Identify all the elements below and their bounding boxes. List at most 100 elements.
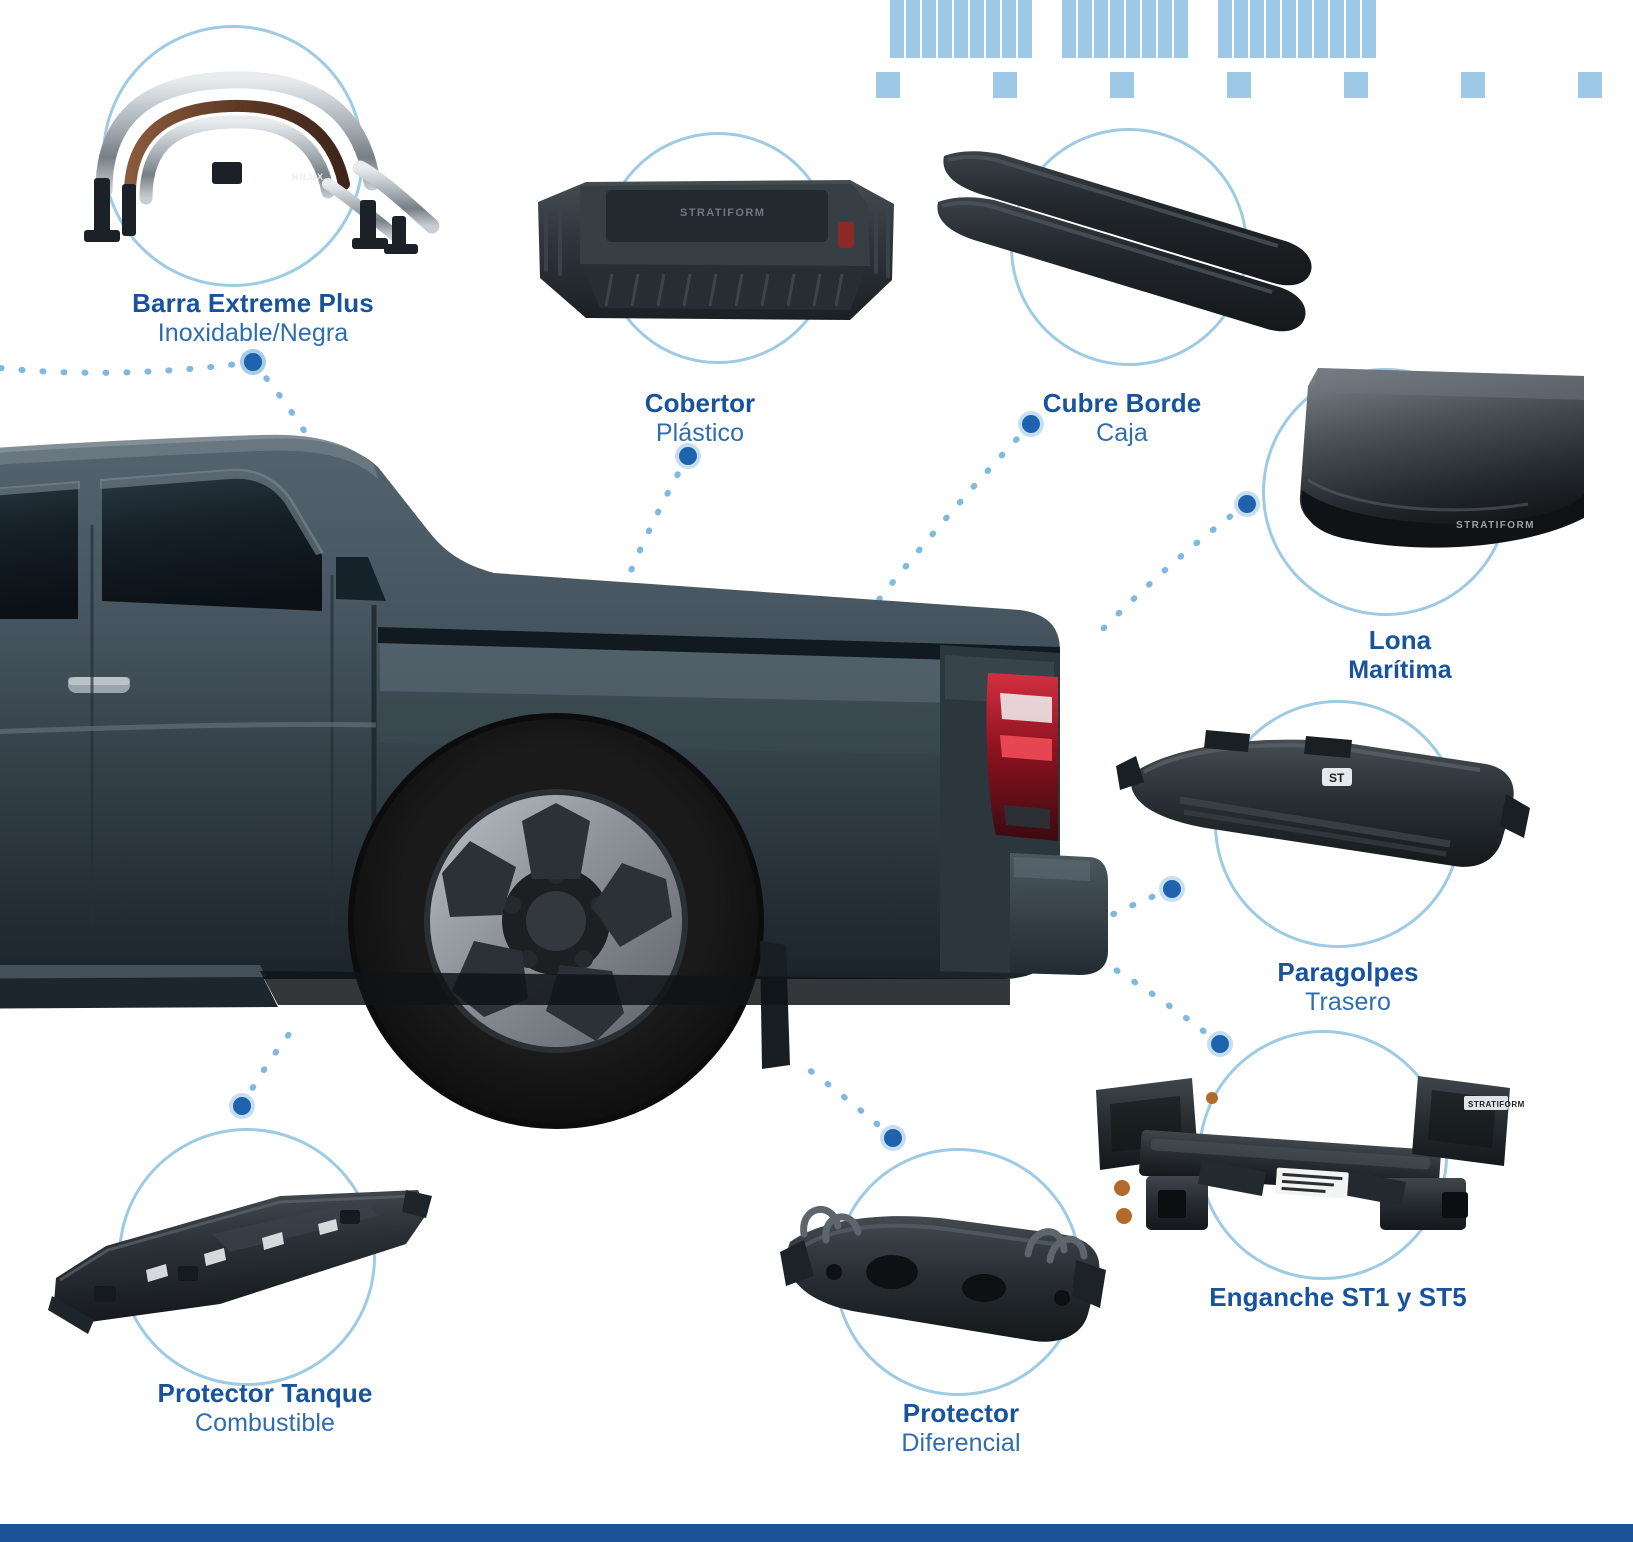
roof-edge bbox=[0, 434, 378, 479]
bed-rail-cap bbox=[378, 627, 1060, 663]
decoration-bar bbox=[938, 0, 952, 58]
decoration-bar bbox=[1314, 0, 1328, 58]
window-trim-front bbox=[0, 481, 80, 496]
running-board-top bbox=[0, 965, 266, 979]
decoration-bar bbox=[1330, 0, 1344, 58]
svg-text:STRATIFORM: STRATIFORM bbox=[1468, 1100, 1525, 1109]
decoration-square bbox=[1344, 72, 1368, 98]
window-front bbox=[0, 483, 78, 619]
label-subtitle: Trasero bbox=[1305, 987, 1391, 1016]
label-title: Paragolpes bbox=[1277, 957, 1419, 987]
label-subtitle: Plástico bbox=[655, 418, 745, 447]
rear-bumper-part bbox=[1010, 853, 1108, 975]
decoration-bar bbox=[1110, 0, 1124, 58]
label-title: Cobertor bbox=[644, 388, 756, 418]
decoration-bar bbox=[1250, 0, 1264, 58]
conn-barra-2-endpoint-halo bbox=[240, 349, 266, 375]
window-trim-rear bbox=[100, 468, 324, 555]
decoration-bar bbox=[1126, 0, 1140, 58]
top-decoration-squares bbox=[870, 72, 1633, 98]
label-enganche-st1-st5: Enganche ST1 y ST5 bbox=[1160, 1282, 1516, 1313]
decoration-bar bbox=[1142, 0, 1156, 58]
label-protector-diferencial: Protector Diferencial bbox=[830, 1398, 1092, 1458]
underbody-shadow bbox=[260, 971, 1010, 1005]
decoration-square bbox=[1110, 72, 1134, 98]
label-subtitle: Combustible bbox=[194, 1408, 336, 1437]
svg-text:HILUX: HILUX bbox=[292, 172, 324, 182]
product-roll-bar: HILUX bbox=[60, 58, 470, 258]
label-lona-maritima: Lona Marítima bbox=[1283, 625, 1517, 685]
label-subtitle: Caja bbox=[1096, 418, 1148, 447]
decoration-bar bbox=[1298, 0, 1312, 58]
label-title: Lona bbox=[1368, 625, 1432, 655]
window-rear bbox=[102, 470, 322, 611]
product-tonneau-cover: STRATIFORM bbox=[1258, 360, 1588, 580]
door-handle-front-hl bbox=[68, 677, 130, 685]
decoration-square bbox=[1461, 72, 1485, 98]
bottom-accent-band bbox=[0, 1524, 1633, 1542]
wheel-rear bbox=[348, 713, 764, 1129]
conn-barra bbox=[0, 359, 256, 376]
decoration-bar bbox=[890, 0, 904, 58]
decoration-bar bbox=[906, 0, 920, 58]
label-title: Protector bbox=[902, 1398, 1020, 1428]
conn-barra-endpoint-halo bbox=[240, 349, 266, 375]
decoration-bar bbox=[1002, 0, 1016, 58]
decoration-square bbox=[993, 72, 1017, 98]
label-subtitle: Diferencial bbox=[901, 1428, 1021, 1457]
svg-text:STRATIFORM: STRATIFORM bbox=[680, 207, 765, 219]
svg-text:STRATIFORM: STRATIFORM bbox=[1456, 520, 1535, 531]
conn-lona-endpoint-halo bbox=[1234, 491, 1260, 517]
product-tank-guard bbox=[40, 1170, 440, 1350]
top-decoration-bars bbox=[890, 0, 1633, 58]
tail-light-lens-low bbox=[1004, 805, 1050, 829]
vehicle-illustration bbox=[0, 434, 1108, 1129]
tail-light-lens-top bbox=[1000, 693, 1052, 723]
product-tow-hitch: STRATIFORM bbox=[1080, 1060, 1530, 1280]
running-board bbox=[0, 971, 278, 1009]
decoration-bar bbox=[1158, 0, 1172, 58]
decoration-bar bbox=[1078, 0, 1092, 58]
label-title: Enganche ST1 y ST5 bbox=[1209, 1282, 1467, 1312]
product-rear-bumper: ST bbox=[1110, 712, 1530, 922]
decoration-bar bbox=[970, 0, 984, 58]
label-paragolpes-trasero: Paragolpes Trasero bbox=[1218, 957, 1478, 1017]
tail-light-lens-mid bbox=[1000, 735, 1052, 761]
conn-lona-endpoint-dot bbox=[1238, 495, 1256, 513]
body-crease bbox=[0, 721, 377, 734]
product-bed-rails bbox=[930, 140, 1330, 340]
conn-enganche-endpoint-dot bbox=[1211, 1035, 1229, 1053]
label-title: Barra Extreme Plus bbox=[132, 288, 374, 318]
bumper-hl bbox=[1014, 857, 1090, 881]
label-subtitle: Marítima bbox=[1348, 655, 1452, 684]
product-bedliner: STRATIFORM bbox=[520, 160, 910, 340]
decoration-bar bbox=[922, 0, 936, 58]
decoration-square bbox=[876, 72, 900, 98]
decoration-bar bbox=[1362, 0, 1376, 58]
decoration-square bbox=[1227, 72, 1251, 98]
label-subtitle: Inoxidable/Negra bbox=[157, 318, 349, 347]
decoration-bar bbox=[1094, 0, 1108, 58]
decoration-bar bbox=[1062, 0, 1076, 58]
decoration-square bbox=[1578, 72, 1602, 98]
label-title: Cubre Borde bbox=[1042, 388, 1202, 418]
conn-barra-2-endpoint-dot bbox=[244, 353, 262, 371]
svg-text:ST: ST bbox=[1329, 771, 1345, 785]
decoration-bar bbox=[954, 0, 968, 58]
decoration-bar bbox=[1018, 0, 1032, 58]
decoration-bar bbox=[1174, 0, 1188, 58]
label-cobertor-plastico: Cobertor Plástico bbox=[570, 388, 830, 448]
decoration-bar bbox=[1218, 0, 1232, 58]
decoration-bar bbox=[1282, 0, 1296, 58]
label-cubre-borde-caja: Cubre Borde Caja bbox=[990, 388, 1254, 448]
conn-barra-endpoint-dot bbox=[244, 353, 262, 371]
label-title: Protector Tanque bbox=[157, 1378, 373, 1408]
decoration-bar bbox=[1346, 0, 1360, 58]
product-diff-guard bbox=[760, 1190, 1120, 1370]
decoration-bar bbox=[986, 0, 1000, 58]
window-quarter bbox=[336, 557, 386, 601]
label-protector-tanque-combustible: Protector Tanque Combustible bbox=[90, 1378, 440, 1438]
conn-enganche-endpoint-halo bbox=[1207, 1031, 1233, 1057]
label-barra-extreme-plus: Barra Extreme Plus Inoxidable/Negra bbox=[74, 288, 432, 348]
